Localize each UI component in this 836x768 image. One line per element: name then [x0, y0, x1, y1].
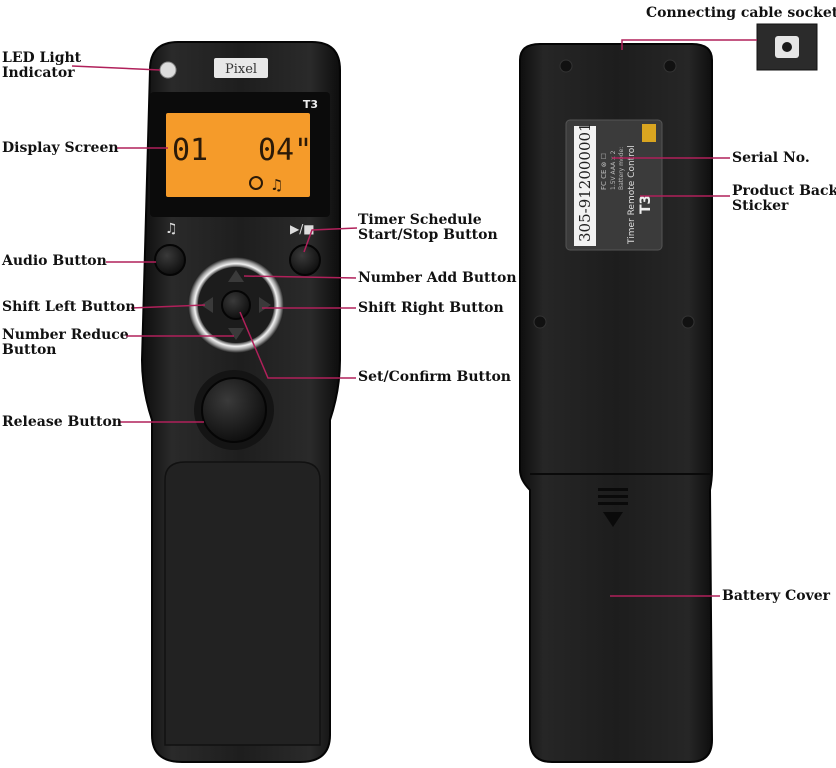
shift-left-button[interactable] — [201, 297, 213, 313]
lcd-audio-icon: ♫ — [270, 176, 283, 194]
brand-logo-box — [214, 58, 268, 78]
label-led-line2: Indicator — [2, 65, 75, 81]
shift-right-button[interactable] — [259, 297, 271, 313]
number-reduce-button[interactable] — [228, 328, 244, 340]
label-cable-socket: Connecting cable socket — [646, 5, 836, 21]
label-sticker: Product Back Sticker — [732, 184, 836, 214]
serial-plate — [574, 126, 596, 246]
leader-timer — [303, 227, 358, 253]
sticker-model: T3 — [638, 195, 654, 214]
brand-logo: Pixel — [225, 62, 257, 77]
label-timer-line2: Start/Stop Button — [358, 227, 498, 243]
sticker-logo-box — [642, 124, 656, 142]
label-timer: Timer Schedule Start/Stop Button — [358, 213, 498, 243]
battery-cover-grip-line — [598, 502, 628, 505]
label-number-reduce: Number Reduce Button — [2, 328, 129, 358]
label-led: LED Light Indicator — [2, 51, 81, 81]
label-shift-right: Shift Right Button — [358, 300, 504, 316]
label-number-add: Number Add Button — [358, 270, 517, 286]
label-sticker-line2: Sticker — [732, 198, 789, 214]
label-number-reduce-line1: Number Reduce — [2, 327, 129, 343]
label-serial: Serial No. — [732, 150, 810, 166]
sticker-line2: Battery mode: — [618, 147, 625, 190]
back-remote: T3 Timer Remote Control Battery mode: 1.… — [519, 43, 714, 763]
leader-number-add — [243, 275, 357, 279]
label-timer-line1: Timer Schedule — [358, 212, 482, 228]
battery-cover-arrow-icon — [603, 512, 623, 527]
leader-lines — [71, 39, 757, 597]
audio-glyph: ♫ — [165, 221, 178, 237]
leader-shift-left — [130, 304, 206, 309]
timer-start-stop-button[interactable] — [289, 244, 321, 276]
screw-icon — [533, 315, 547, 329]
label-set-confirm: Set/Confirm Button — [358, 369, 511, 385]
cable-socket-hole — [782, 42, 792, 52]
label-display: Display Screen — [2, 140, 119, 156]
number-add-button[interactable] — [228, 270, 244, 282]
screw-icon — [681, 315, 695, 329]
leader-led — [71, 65, 161, 71]
play-stop-glyph: ▶/■ — [290, 222, 315, 236]
battery-cover-grip-line — [598, 488, 628, 491]
screw-icon — [559, 59, 573, 73]
screw-icon — [663, 59, 677, 73]
model-label: T3 — [303, 98, 318, 111]
led-indicator — [159, 61, 177, 79]
lcd-left: 01 — [172, 133, 208, 168]
label-audio: Audio Button — [2, 253, 107, 269]
label-led-line1: LED Light — [2, 50, 82, 66]
label-shift-left: Shift Left Button — [2, 299, 136, 315]
lcd-right: 04" — [258, 133, 312, 168]
leader-cable-socket — [621, 39, 757, 50]
sticker-fcc-marks: FC CE ⊗ ☐ — [600, 153, 608, 190]
label-release: Release Button — [2, 414, 122, 430]
battery-cover-grip-line — [598, 495, 628, 498]
front-remote: Pixel T3 01 04" ♫ ♫ ▶/■ — [140, 41, 341, 763]
sticker-title: Timer Remote Control — [627, 145, 637, 245]
timer-icon — [249, 176, 263, 190]
serial-number: 305-912000001 — [576, 122, 594, 242]
set-confirm-button[interactable] — [221, 290, 251, 320]
label-number-reduce-line2: Button — [2, 342, 57, 358]
label-battery: Battery Cover — [722, 588, 831, 604]
audio-button[interactable] — [154, 244, 186, 276]
grip-panel — [164, 461, 321, 746]
label-sticker-line1: Product Back — [732, 183, 836, 199]
release-button[interactable] — [201, 377, 267, 443]
leader-set-confirm — [239, 311, 356, 379]
display-screen — [166, 113, 310, 197]
sticker-line3: 1.5V AAA x 2 — [610, 150, 617, 190]
